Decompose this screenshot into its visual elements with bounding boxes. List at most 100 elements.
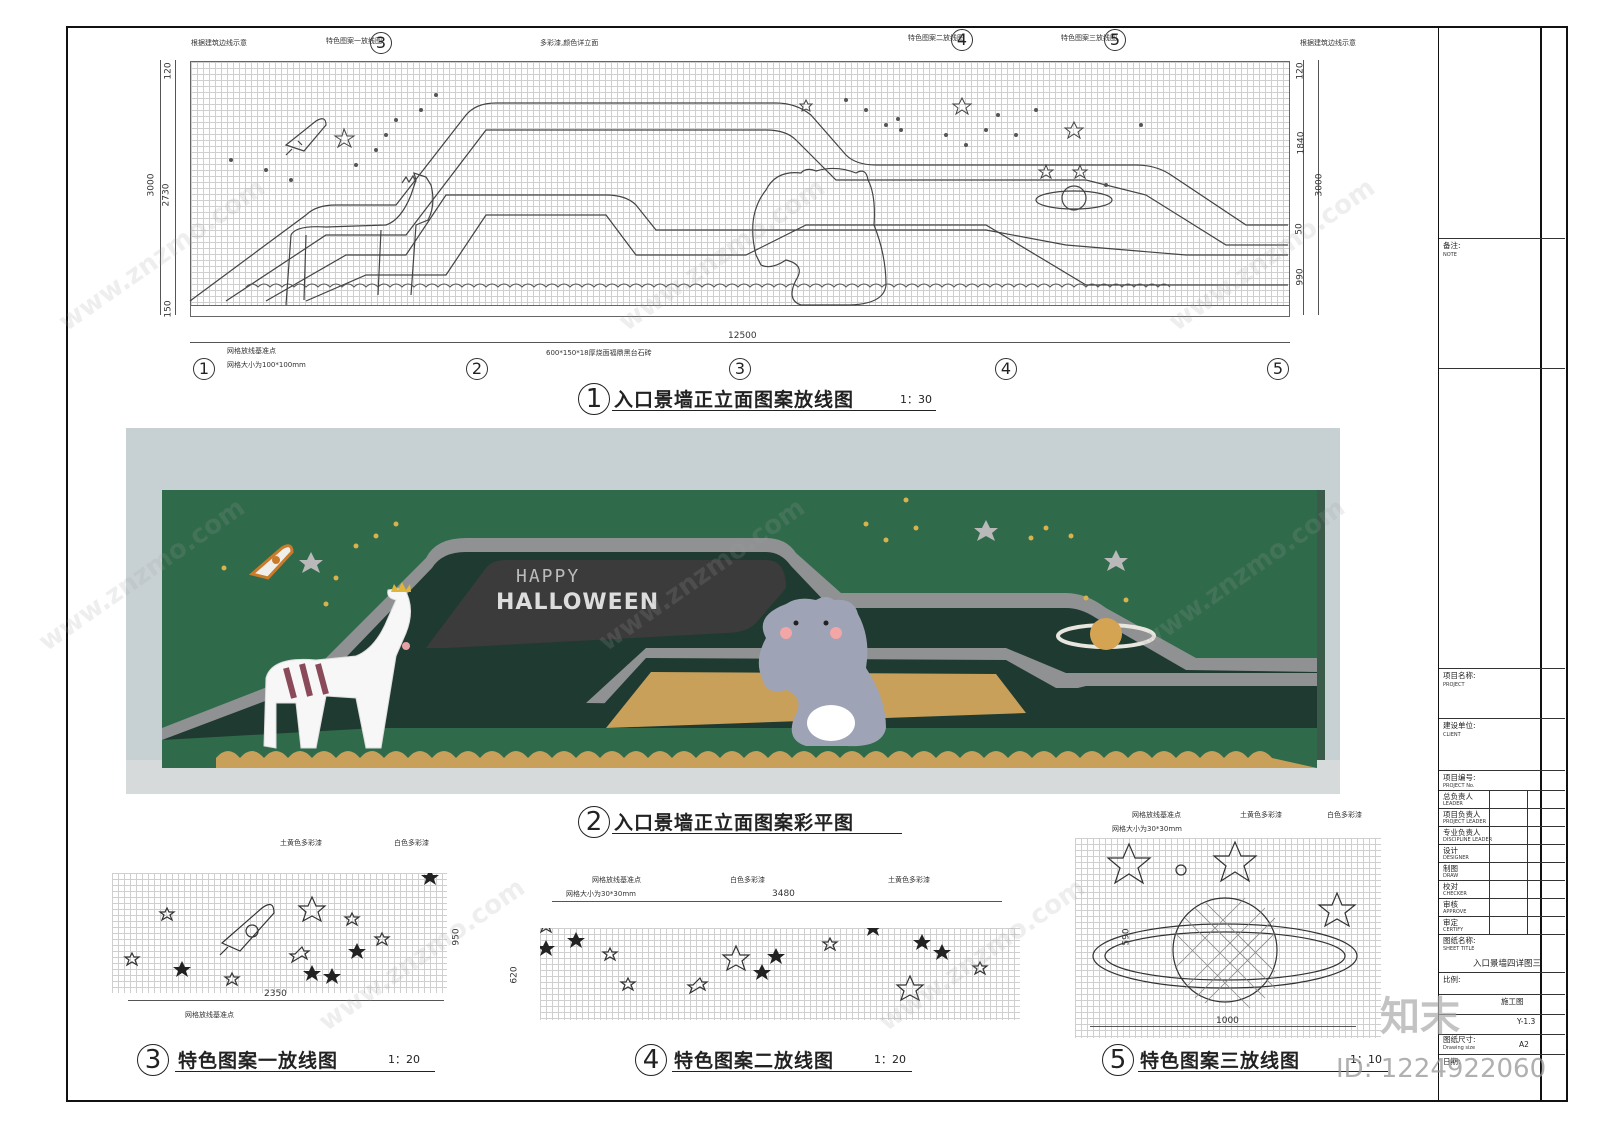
tb-sheet-no: Y-1.3 bbox=[1517, 1017, 1536, 1026]
section5-grid bbox=[1075, 838, 1381, 1038]
section3-width: 2350 bbox=[264, 989, 287, 999]
section2-number: 2 bbox=[578, 806, 610, 838]
section3-pattern bbox=[123, 873, 439, 987]
section5-callout-origin: 网格放线基准点 bbox=[1132, 811, 1181, 819]
section5-height: 590 bbox=[1121, 928, 1132, 946]
tb-roles-divider bbox=[1489, 790, 1490, 934]
section5-width: 1000 bbox=[1216, 1016, 1239, 1026]
section3-grid bbox=[112, 873, 447, 993]
section1-title-underline bbox=[612, 410, 936, 411]
section4-pattern bbox=[540, 928, 989, 1002]
dim-right-line bbox=[1303, 60, 1304, 315]
tb-role-1: 项目负责人 bbox=[1443, 810, 1481, 819]
axis-1: 1 bbox=[193, 358, 215, 380]
section4-grid bbox=[540, 928, 1020, 1020]
tb-role-6-en: APPROVE bbox=[1443, 909, 1467, 915]
axis-2: 2 bbox=[466, 358, 488, 380]
tb-project-label: 项目名称: bbox=[1443, 671, 1476, 680]
drawing-frame bbox=[66, 26, 1542, 1102]
section3-callout-white: 白色多彩漆 bbox=[394, 839, 429, 847]
rocket-render bbox=[248, 544, 294, 580]
callout-pattern1: 特色图案一放线图 bbox=[326, 37, 382, 45]
section3-scale: 1：20 bbox=[388, 1053, 420, 1066]
tb-role-6: 审核 bbox=[1443, 900, 1458, 909]
tb-role-2: 专业负责人 bbox=[1443, 828, 1481, 837]
tb-role-0: 总负责人 bbox=[1443, 792, 1473, 801]
dim-right-120: 120 bbox=[1295, 62, 1306, 80]
dim-left-line2 bbox=[175, 60, 176, 315]
callout-pattern1-number: 3 bbox=[370, 32, 392, 54]
axis-3: 3 bbox=[729, 358, 751, 380]
tb-sheet-label: 图纸名称: bbox=[1443, 936, 1476, 945]
section4-title-underline bbox=[672, 1071, 912, 1072]
tb-role-4: 制图 bbox=[1443, 864, 1458, 873]
section4-width: 3480 bbox=[772, 889, 795, 899]
hippo-render bbox=[758, 597, 886, 747]
section3-number: 3 bbox=[137, 1044, 169, 1076]
section2-title: 入口景墙正立面图案彩平图 bbox=[614, 812, 855, 834]
section5-title-underline bbox=[1138, 1071, 1388, 1072]
callout-pattern2: 特色图案二放线图 bbox=[908, 34, 964, 42]
tb-role-4-en: DRAW bbox=[1443, 873, 1459, 879]
callout-left-boundary: 根据建筑边线示意 bbox=[191, 39, 247, 47]
section4-callout-white: 白色多彩漆 bbox=[730, 876, 765, 884]
tb-role-1-en: PROJECT LEADER bbox=[1443, 819, 1487, 825]
tb-note-label: 备注: bbox=[1443, 241, 1461, 250]
callout-pattern3: 特色图案三放线图 bbox=[1061, 34, 1117, 42]
section2-title-underline bbox=[612, 833, 902, 834]
section4-callout-grid-size: 网格大小为30*30mm bbox=[566, 890, 636, 898]
tb-projno-label: 项目编号: bbox=[1443, 773, 1476, 782]
section5-pattern bbox=[1092, 840, 1358, 1009]
dim-right-3000: 3000 bbox=[1314, 173, 1325, 197]
section1-elevation bbox=[186, 55, 1291, 320]
dim-left-120: 120 bbox=[163, 62, 174, 80]
callout-stone-base: 600*150*18厚烧面福鼎黑台石砖 bbox=[546, 349, 652, 357]
section4-title: 特色图案二放线图 bbox=[674, 1050, 835, 1072]
tb-role-7: 审定 bbox=[1443, 918, 1458, 927]
sign-halloween-text: HALLOWEEN bbox=[496, 590, 660, 615]
section3-callout-origin: 网格放线基准点 bbox=[185, 1011, 234, 1019]
dim-right-1840: 1840 bbox=[1296, 131, 1307, 155]
callout-pattern2-number: 4 bbox=[951, 29, 973, 51]
tb-role-5: 校对 bbox=[1443, 882, 1458, 891]
watermark-id: ID: 1224922060 bbox=[1336, 1054, 1547, 1084]
zebra-outline bbox=[285, 172, 434, 306]
section4-scale: 1：20 bbox=[874, 1053, 906, 1066]
dim-left-3000: 3000 bbox=[146, 173, 157, 197]
callout-grid-size: 网格大小为100*100mm bbox=[227, 361, 306, 369]
dim-left-line bbox=[160, 60, 161, 315]
section1-scale: 1：30 bbox=[900, 393, 932, 406]
tb-date-label: 日期: bbox=[1443, 1057, 1461, 1066]
tb-role-3-en: DESIGNER bbox=[1443, 855, 1469, 861]
section1-title: 入口景墙正立面图案放线图 bbox=[614, 389, 855, 411]
dim-bottom-line bbox=[190, 342, 1290, 343]
section3-title-underline bbox=[175, 1071, 435, 1072]
section4-height: 620 bbox=[509, 966, 520, 984]
tb-role-3: 设计 bbox=[1443, 846, 1458, 855]
tb-size: A2 bbox=[1519, 1040, 1529, 1049]
planet-outline bbox=[1035, 185, 1113, 211]
wall-render bbox=[162, 490, 1325, 768]
dim-right-line2 bbox=[1318, 60, 1319, 315]
section5-width-line bbox=[1090, 1026, 1356, 1027]
section3-callout-yellow: 土黄色多彩漆 bbox=[280, 839, 322, 847]
dim-left-150: 150 bbox=[163, 300, 174, 318]
tb-role-2-en: DISCIPLINE LEADER bbox=[1443, 837, 1493, 843]
tb-size-en: Drawing size bbox=[1443, 1045, 1476, 1051]
tb-role-7-en: CERTIFY bbox=[1443, 927, 1464, 933]
axis-5: 5 bbox=[1267, 358, 1289, 380]
tb-role-0-en: LEADER bbox=[1443, 801, 1463, 807]
tb-project-en: PROJECT bbox=[1443, 682, 1465, 688]
title-block: 备注: NOTE 项目名称: PROJECT 建设单位: CLIENT 项目编号… bbox=[1438, 26, 1568, 1102]
zebra-render bbox=[263, 582, 411, 749]
section3-width-line bbox=[128, 1000, 444, 1001]
callout-pattern3-number: 5 bbox=[1104, 29, 1126, 51]
section5-callout-white: 白色多彩漆 bbox=[1327, 811, 1362, 819]
tb-role-5-en: CHECKER bbox=[1443, 891, 1467, 897]
tb-ratio-label: 比例: bbox=[1443, 975, 1461, 984]
tb-client-en: CLIENT bbox=[1443, 732, 1461, 738]
tb-note-en: NOTE bbox=[1443, 252, 1457, 258]
callout-colorful-paint: 多彩漆,颜色详立面 bbox=[540, 39, 599, 47]
section5-callout-yellow: 土黄色多彩漆 bbox=[1240, 811, 1282, 819]
sign-happy-text: HAPPY bbox=[516, 566, 581, 587]
